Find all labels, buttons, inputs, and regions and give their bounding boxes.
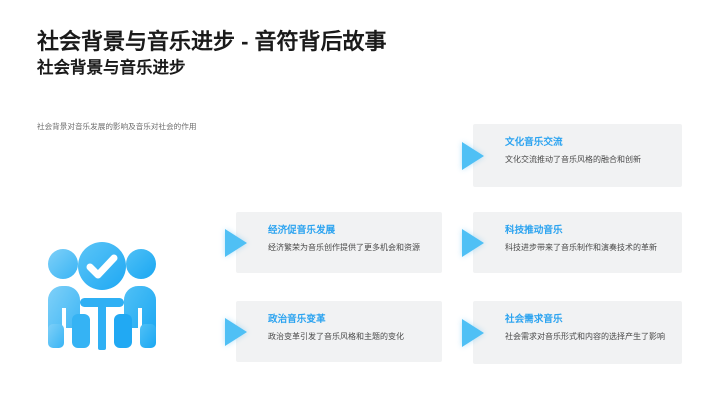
info-card-title: 科技推动音乐 bbox=[505, 225, 563, 236]
info-card-title: 社会需求音乐 bbox=[505, 314, 563, 325]
info-card[interactable]: 社会需求音乐 社会需求对音乐形式和内容的选择产生了影响 bbox=[462, 301, 682, 364]
info-card-content: 科技推动音乐 科技进步带来了音乐制作和演奏技术的革新 bbox=[473, 212, 682, 266]
info-card[interactable]: 文化音乐交流 文化交流推动了音乐风格的融合和创新 bbox=[462, 124, 682, 187]
info-card-content: 经济促音乐发展 经济繁荣为音乐创作提供了更多机会和资源 bbox=[236, 212, 442, 266]
info-card-body: 文化交流推动了音乐风格的融合和创新 bbox=[505, 155, 641, 164]
info-card-body: 经济繁荣为音乐创作提供了更多机会和资源 bbox=[268, 243, 420, 252]
arrow-right-icon bbox=[461, 228, 485, 258]
info-card-body: 科技进步带来了音乐制作和演奏技术的革新 bbox=[505, 243, 657, 252]
info-card-title: 经济促音乐发展 bbox=[268, 225, 336, 236]
info-card-title: 政治音乐变革 bbox=[268, 314, 326, 325]
page-title: 社会背景与音乐进步 - 音符背后故事 bbox=[37, 29, 387, 54]
info-card[interactable]: 科技推动音乐 科技进步带来了音乐制作和演奏技术的革新 bbox=[462, 212, 682, 273]
arrow-right-icon bbox=[461, 141, 485, 171]
info-card-body: 政治变革引发了音乐风格和主题的变化 bbox=[268, 332, 404, 341]
team-with-check-illustration bbox=[36, 238, 168, 366]
arrow-right-icon bbox=[224, 317, 248, 347]
slide-header: 社会背景与音乐进步 - 音符背后故事 社会背景与音乐进步 bbox=[37, 28, 677, 79]
info-card-body: 社会需求对音乐形式和内容的选择产生了影响 bbox=[505, 332, 665, 341]
info-card-content: 政治音乐变革 政治变革引发了音乐风格和主题的变化 bbox=[236, 301, 442, 355]
arrow-right-icon bbox=[461, 318, 485, 348]
info-card[interactable]: 经济促音乐发展 经济繁荣为音乐创作提供了更多机会和资源 bbox=[225, 212, 442, 273]
page-subtitle: 社会背景与音乐进步 bbox=[37, 59, 186, 77]
arrow-right-icon bbox=[224, 228, 248, 258]
info-card-title: 文化音乐交流 bbox=[505, 137, 563, 148]
info-card[interactable]: 政治音乐变革 政治变革引发了音乐风格和主题的变化 bbox=[225, 301, 442, 362]
lead-paragraph: 社会背景对音乐发展的影响及音乐对社会的作用 bbox=[37, 122, 197, 131]
info-card-content: 社会需求音乐 社会需求对音乐形式和内容的选择产生了影响 bbox=[473, 301, 682, 355]
info-card-content: 文化音乐交流 文化交流推动了音乐风格的融合和创新 bbox=[473, 124, 682, 178]
